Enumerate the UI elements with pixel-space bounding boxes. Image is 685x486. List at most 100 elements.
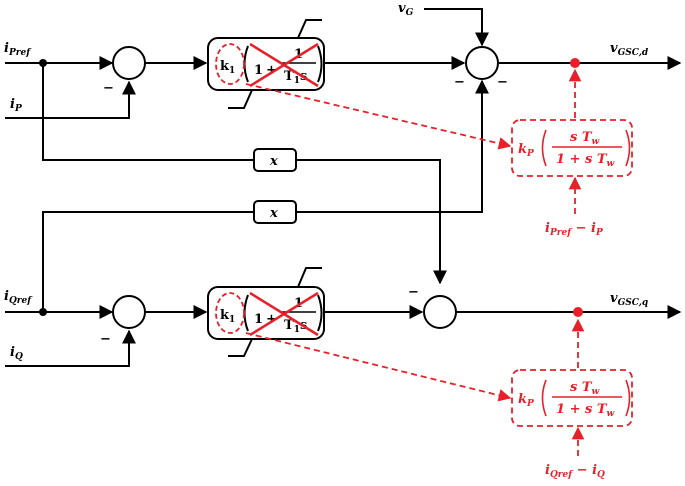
q-axis-loop: x − k1 1 + 1 T1s − vGS	[5, 79, 682, 367]
d-hp-num: s T	[570, 130, 593, 145]
q-pi-den-base: T	[284, 318, 294, 333]
i-qref-label: i	[4, 289, 9, 304]
svg-text:k1: k1	[220, 59, 235, 76]
v-gsc-q-label-sub: GSC,q	[618, 298, 649, 308]
q-error-a-sub: Qref	[550, 470, 574, 480]
i-q-wire	[5, 329, 136, 367]
svg-text:1 + s Tw: 1 + s Tw	[556, 152, 615, 169]
svg-text:s Tw: s Tw	[570, 380, 600, 397]
d-sum-junction-1	[112, 46, 146, 80]
d-output-tap-dot	[570, 58, 580, 68]
q-pi-controller-block: k1 1 + 1 T1s	[207, 267, 325, 357]
d-pi-upper-limit	[297, 19, 322, 39]
i-qref-label-sub: Qref	[9, 296, 33, 306]
d-pi-cross-2	[249, 42, 319, 88]
d-hp-gain-sub: P	[526, 149, 534, 159]
d-hp-num-sub: w	[592, 137, 600, 147]
i-pref-label: i	[4, 41, 9, 56]
svg-text:s Tw: s Tw	[570, 130, 600, 147]
d-sum2-minus-left: −	[454, 75, 465, 90]
svg-text:kP: kP	[518, 142, 534, 159]
q-pi-upper-limit	[297, 267, 322, 288]
i-p-wire	[5, 80, 136, 119]
q-pi-one: 1	[254, 312, 263, 327]
svg-text:iPref: iPref	[4, 41, 32, 58]
q-pi-gain-sub: 1	[229, 315, 235, 325]
i-p-label-sub: P	[14, 104, 22, 114]
d-pi-den-sub: 1	[294, 76, 300, 86]
q-error-b-sub: Q	[597, 470, 605, 480]
q-error-op: −	[572, 463, 592, 478]
d-pi-plus: +	[266, 63, 277, 78]
v-gsc-d-label-sub: GSC,d	[618, 48, 649, 58]
d-axis-loop: − k1 1 + 1 T1s vG − −	[5, 1, 682, 285]
svg-text:iQref: iQref	[4, 289, 33, 306]
svg-text:iPref − iP: iPref − iP	[545, 221, 603, 238]
q-to-d-coupling-wire	[42, 79, 489, 312]
d-gain-to-hp-arrow	[245, 83, 512, 150]
v-gsc-d-label: v	[610, 41, 618, 56]
q-hp-den: 1 + s T	[556, 402, 608, 417]
svg-text:1 + s Tw: 1 + s Tw	[556, 402, 615, 419]
q-sum1-minus-sign: −	[100, 332, 111, 347]
q-hp-gain: k	[518, 392, 527, 407]
i-p-label: i	[10, 97, 15, 112]
d-error-a-sub: Pref	[549, 228, 573, 238]
svg-text:vGSC,d: vGSC,d	[610, 41, 649, 58]
q-gain-to-hp-arrow	[245, 332, 512, 402]
q-to-d-coupling-block	[253, 200, 297, 224]
q-pi-gain-highlight	[215, 292, 245, 334]
q-pi-den-sub: 1	[294, 325, 300, 335]
svg-text:vGSC,q: vGSC,q	[610, 291, 648, 308]
d-hp-den: 1 + s T	[556, 152, 608, 167]
d-to-q-coupling-block	[253, 148, 297, 172]
v-gsc-q-label: v	[610, 291, 618, 306]
i-qref-junction	[39, 308, 47, 316]
q-sum-junction-2	[423, 295, 457, 329]
q-error-a: i	[545, 463, 550, 478]
svg-text:iQref − iQ: iQref − iQ	[545, 463, 605, 480]
i-q-label-sub: Q	[15, 352, 23, 362]
svg-text:iP: iP	[10, 97, 22, 114]
d-pi-lower-limit	[228, 89, 253, 109]
q-sum-junction-1	[112, 295, 146, 329]
q-output-tap-dot	[573, 307, 583, 317]
d-sum2-minus-right: −	[497, 75, 508, 90]
d-error-a: i	[545, 221, 550, 236]
v-g-label-sub: G	[406, 8, 414, 18]
d-high-pass-block: kP s Tw 1 + s Tw	[511, 119, 633, 177]
v-g-wire	[424, 8, 489, 47]
d-error-b: i	[591, 221, 596, 236]
svg-text:k1: k1	[220, 308, 235, 325]
d-pi-gain-highlight	[215, 43, 245, 85]
q-error-b: i	[592, 463, 597, 478]
d-sum1-minus-sign: −	[103, 81, 114, 96]
q-hp-num: s T	[570, 380, 593, 395]
q-to-d-coupling-label: x	[269, 206, 278, 221]
d-error-op: −	[571, 221, 591, 236]
d-hp-den-sub: w	[607, 159, 615, 169]
d-to-q-coupling-label: x	[269, 154, 278, 169]
svg-text:vG: vG	[398, 1, 414, 18]
d-pi-gain-sub: 1	[229, 66, 235, 76]
q-hp-num-sub: w	[592, 387, 600, 397]
svg-text:iQ: iQ	[10, 345, 23, 362]
d-pi-den-base: T	[284, 69, 294, 84]
d-pi-num: 1	[294, 47, 303, 62]
d-sum-junction-2	[465, 46, 499, 80]
q-pi-lower-limit	[228, 338, 253, 357]
q-pi-num: 1	[294, 296, 303, 311]
i-q-label: i	[10, 345, 15, 360]
v-g-label: v	[398, 1, 406, 16]
q-high-pass-block: kP s Tw 1 + s Tw	[511, 369, 633, 427]
d-pi-one: 1	[254, 63, 263, 78]
q-sum2-minus-sign: −	[408, 285, 419, 300]
q-hp-gain-sub: P	[526, 399, 534, 409]
d-to-q-coupling-wire	[42, 63, 447, 285]
d-pi-gain: k	[220, 59, 230, 74]
q-pi-cross-2	[249, 291, 319, 337]
d-error-b-sub: P	[595, 228, 603, 238]
svg-text:kP: kP	[518, 392, 534, 409]
i-pref-label-sub: Pref	[8, 48, 32, 58]
